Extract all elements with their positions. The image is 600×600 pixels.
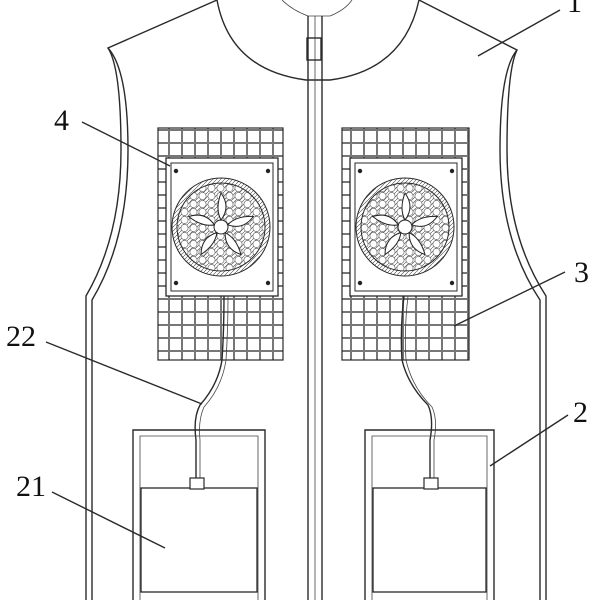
cables [194, 295, 436, 480]
battery-connector-right [423, 477, 439, 490]
vest-outline-left [91, 0, 218, 600]
fan-blades-right [371, 191, 439, 256]
battery-left [140, 487, 258, 593]
zipper-pull [306, 37, 322, 61]
pocket-right [364, 429, 495, 600]
cable-left [194, 295, 225, 480]
cable-right [400, 295, 433, 480]
battery-connector-left [189, 477, 205, 490]
vest-body [85, 0, 547, 600]
fan-blades-left [187, 191, 255, 256]
label-pocket: 2 [573, 396, 588, 429]
vest-outline-right-inner [506, 49, 547, 600]
vest-outline-left-inner [85, 47, 122, 600]
zipper [306, 16, 323, 600]
pocket-left [132, 429, 266, 600]
label-cable: 22 [6, 320, 36, 353]
label-vest-body: 1 [567, 0, 582, 19]
fan-left [165, 157, 279, 297]
battery-right [372, 487, 487, 593]
collar [216, 0, 420, 81]
label-mesh-panel: 3 [574, 256, 589, 289]
leader-lines [45, 9, 569, 549]
collar-inner [281, 0, 353, 17]
label-battery: 21 [16, 470, 46, 503]
fan-right [349, 157, 463, 297]
label-fan: 4 [54, 104, 69, 137]
vest-outline-right [418, 0, 541, 600]
